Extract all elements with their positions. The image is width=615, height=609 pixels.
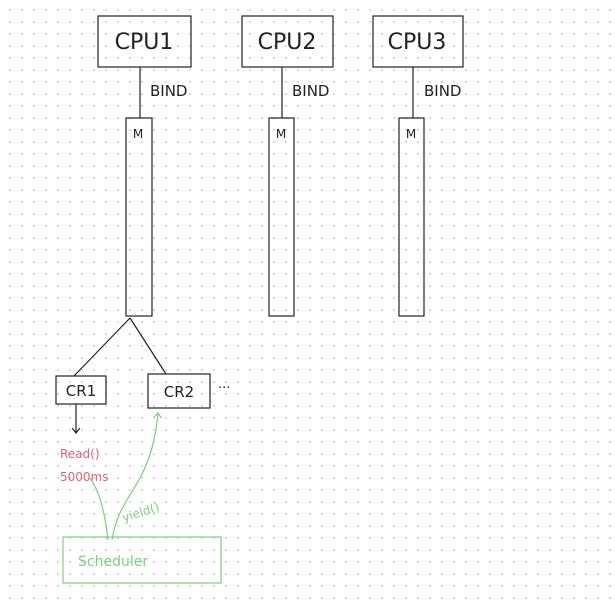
cpu2-label: CPU2 [258, 30, 317, 55]
cpu2-group: CPU2 BIND M [241, 15, 334, 317]
cr1-label: CR1 [66, 382, 96, 400]
cr1-box [55, 375, 107, 405]
scheduler-to-cr1-curve [89, 477, 109, 541]
cpu3-m-thread [398, 117, 425, 317]
cr1-note-line1: Read() [60, 447, 100, 461]
cpu1-m-label: M [133, 127, 143, 141]
cpu2-m-thread [268, 117, 295, 317]
yield-arrow-to-cr2 [111, 412, 162, 541]
cpu2-bind-label: BIND [292, 82, 330, 100]
cpu1-box [97, 15, 192, 68]
yield-label: yield() [121, 500, 162, 525]
cpu1-m-thread [125, 117, 153, 317]
cr2-label: CR2 [164, 383, 194, 401]
cpu1-label: CPU1 [115, 30, 174, 55]
cr2-box [147, 373, 211, 409]
cpu1-bind-label: BIND [150, 82, 188, 100]
m-to-cr1-line [73, 317, 131, 377]
scheduler-label: Scheduler [78, 554, 148, 570]
cpu2-box [241, 15, 334, 68]
ellipsis-more-coroutines: ··· [218, 381, 230, 396]
cpu3-box [372, 15, 464, 68]
cpu3-group: CPU3 BIND M [372, 15, 464, 317]
cpu1-group: CPU1 BIND M [97, 15, 192, 317]
scheduler-box [62, 536, 222, 584]
cr1-note-line2: 5000ms [60, 470, 108, 484]
cpu3-m-label: M [406, 127, 416, 141]
m-to-cr2-line [129, 317, 167, 375]
cpu3-bind-label: BIND [424, 82, 462, 100]
cpu3-label: CPU3 [388, 30, 447, 55]
cpu2-m-label: M [276, 127, 286, 141]
